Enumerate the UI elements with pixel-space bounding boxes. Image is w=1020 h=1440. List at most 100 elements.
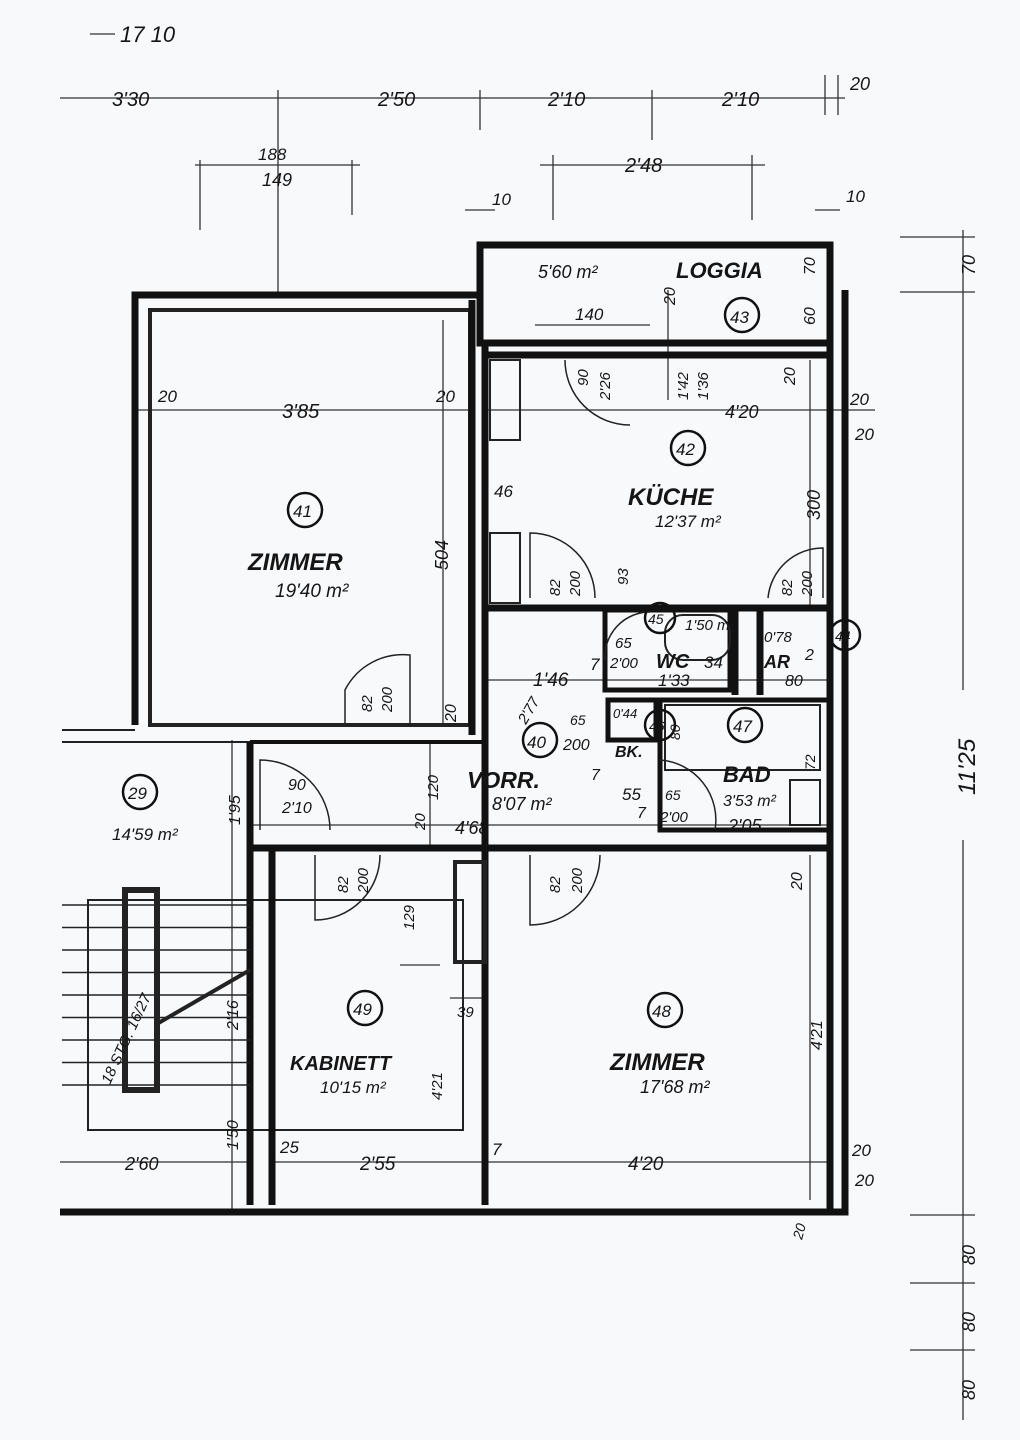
loggia-num-label: 43 bbox=[730, 308, 749, 327]
kitchen-rdoor200-label: 200 bbox=[799, 570, 816, 597]
storage-d80-label: 80 bbox=[785, 673, 803, 690]
bath-d200-label: 2'00 bbox=[659, 809, 689, 826]
cabinet-area-label: 10'15 m² bbox=[320, 1078, 387, 1097]
bath-d7b-label: 7 bbox=[637, 805, 647, 822]
loggia-d60-label: 60 bbox=[802, 307, 819, 325]
room48-h421-label: 4'21 bbox=[809, 1020, 826, 1050]
wc-d7-label: 7 bbox=[590, 655, 600, 674]
wc-area-label: 1'50 m² bbox=[685, 617, 736, 634]
kitchen-num-label: 42 bbox=[676, 440, 695, 459]
kitchen-r20-label: 20 bbox=[849, 390, 869, 409]
room48-b20-label: 20 bbox=[789, 1221, 809, 1241]
walls bbox=[60, 241, 849, 1216]
dims-top-d3-label: 2'10 bbox=[547, 89, 585, 111]
stair-area-label: 14'59 m² bbox=[112, 825, 179, 844]
loggia-wall bbox=[476, 241, 834, 347]
bathtub bbox=[664, 704, 821, 771]
stair-treads bbox=[62, 904, 250, 1086]
room41-name-label: ZIMMER bbox=[247, 549, 343, 576]
stair-d195-label: 1'95 bbox=[227, 795, 244, 825]
wc-d34-label: 34 bbox=[704, 653, 723, 672]
dims-right-s80c-label: 80 bbox=[959, 1380, 979, 1400]
door-bath bbox=[659, 759, 717, 831]
dims-right-total-label: 11'25 bbox=[954, 738, 981, 795]
room41-b20-label: 20 bbox=[443, 704, 460, 723]
kitchen-w420-label: 4'20 bbox=[725, 402, 758, 422]
wc-w146-label: 1'46 bbox=[533, 670, 569, 691]
room41-w385-label: 3'85 bbox=[282, 401, 320, 423]
kitchen-c46-label: 46 bbox=[494, 482, 513, 501]
bath-name-label: BAD bbox=[723, 762, 771, 787]
chimney bbox=[489, 532, 521, 604]
room48-door82-label: 82 bbox=[547, 876, 564, 893]
wc-name-label: WC bbox=[656, 651, 690, 673]
bath-area-label: 3'53 m² bbox=[723, 793, 777, 810]
cabinet-num-label: 49 bbox=[353, 1000, 372, 1019]
kitchen-win90-label: 90 bbox=[575, 369, 592, 386]
room48-l7-label: 7 bbox=[492, 1140, 502, 1159]
bath-num-label: 47 bbox=[733, 717, 752, 736]
cabinet-door82-label: 82 bbox=[335, 876, 352, 893]
bath-d72-label: 72 bbox=[802, 754, 818, 770]
door-kitchen bbox=[529, 532, 596, 599]
room48-t20-label: 20 bbox=[789, 872, 806, 891]
hall-door210-label: 2'10 bbox=[281, 800, 312, 817]
room41-door200-label: 200 bbox=[379, 686, 396, 713]
dims-right-r20a-label: 20 bbox=[854, 425, 874, 444]
dims-top-d248-label: 2'48 bbox=[624, 155, 662, 177]
door-entrance bbox=[259, 759, 331, 831]
stair-d216-label: 2'16 bbox=[225, 1000, 242, 1031]
wc-d200-label: 2'00 bbox=[609, 655, 639, 672]
dims-top-d1-label: 3'30 bbox=[112, 89, 149, 111]
room48-w420-label: 4'20 bbox=[628, 1154, 664, 1175]
kitchen-p142-label: 1'42 bbox=[675, 371, 692, 400]
dims-top-t10a-label: 10 bbox=[492, 190, 511, 209]
cabinet-d39-label: 39 bbox=[457, 1004, 474, 1021]
hall-name-label: VORR. bbox=[467, 767, 540, 793]
wc-d65-label: 65 bbox=[615, 635, 632, 652]
door-wc bbox=[604, 611, 651, 661]
hall-area-label: 8'07 m² bbox=[492, 794, 552, 814]
bk-d200-label: 200 bbox=[562, 737, 590, 754]
dims-right-s80a-label: 80 bbox=[959, 1245, 979, 1265]
kitchen-name-label: KÜCHE bbox=[628, 484, 714, 511]
dims-top-d2-label: 2'50 bbox=[377, 89, 415, 111]
dims-right-s80b-label: 80 bbox=[959, 1312, 979, 1332]
dims-top-w188-label: 188 bbox=[258, 145, 287, 164]
cabinet-l25-label: 25 bbox=[279, 1138, 299, 1157]
room48-door200-label: 200 bbox=[569, 867, 586, 894]
bath-d65-label: 65 bbox=[665, 787, 681, 803]
bk-d80-label: 80 bbox=[667, 724, 683, 740]
room41-l20-label: 20 bbox=[157, 387, 177, 406]
hall-num-label: 40 bbox=[527, 733, 546, 752]
storage-num-label: 44 bbox=[835, 628, 851, 644]
bath-d7a-label: 7 bbox=[591, 767, 601, 784]
hall-d20-label: 20 bbox=[412, 813, 429, 831]
loggia-name-label: LOGGIA bbox=[676, 258, 763, 283]
bath-d55-label: 55 bbox=[622, 785, 641, 804]
stair-handrail bbox=[122, 887, 160, 1093]
loggia-r70-label: 70 bbox=[959, 255, 979, 275]
wc-num-label: 45 bbox=[648, 611, 664, 627]
stair-num-label: 29 bbox=[127, 784, 147, 803]
outer-wall-top bbox=[131, 291, 478, 725]
hall-d120-label: 120 bbox=[425, 774, 442, 800]
wc-w133-label: 1'33 bbox=[658, 671, 690, 690]
kitchen-rdoor82-label: 82 bbox=[779, 579, 796, 596]
kitchen-p136-label: 1'36 bbox=[695, 371, 712, 400]
cabinet-door200-label: 200 bbox=[355, 867, 372, 894]
stair-w260-label: 2'60 bbox=[124, 1154, 158, 1174]
stair-d150-label: 1'50 bbox=[225, 1120, 242, 1150]
storage-area-label: 0'78 bbox=[764, 629, 793, 646]
room41-area-label: 19'40 m² bbox=[275, 581, 349, 602]
toilet bbox=[664, 614, 731, 661]
door-balcony bbox=[564, 359, 631, 426]
bk-area-label: 0'44 bbox=[613, 706, 637, 721]
room41-door82-label: 82 bbox=[359, 695, 376, 712]
dims-top-w149-label: 149 bbox=[262, 170, 292, 190]
dims-top-d5-label: 20 bbox=[849, 74, 870, 94]
bath-sink bbox=[789, 779, 821, 826]
bk-wall bbox=[605, 697, 659, 743]
